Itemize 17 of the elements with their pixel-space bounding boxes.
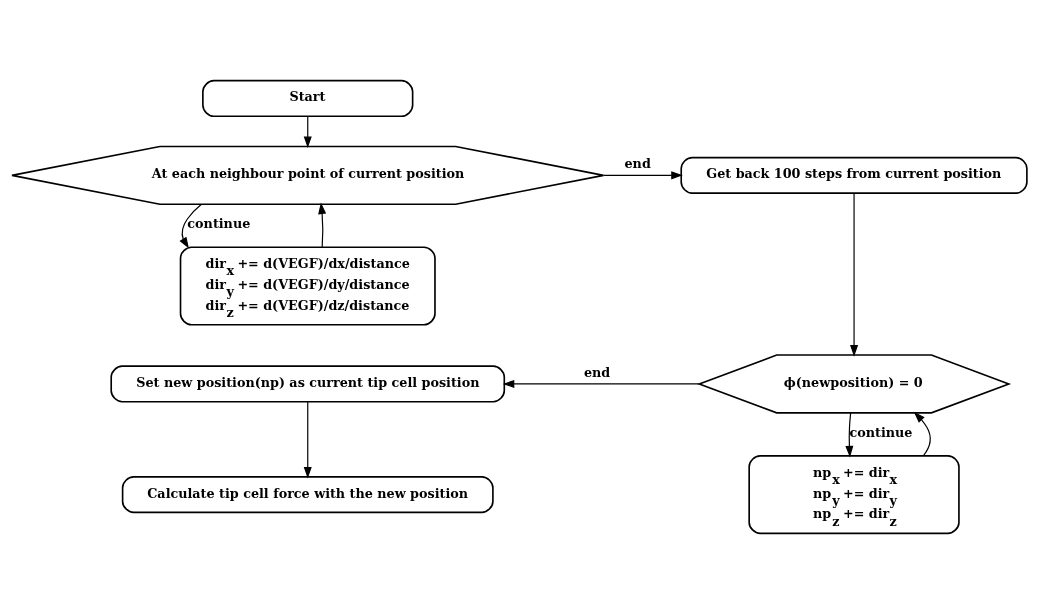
node-box: Calculate tip cell force with the new position	[121, 475, 494, 513]
arrow	[303, 115, 312, 148]
node-box: Set new position(np) as current tip cell position	[110, 364, 506, 403]
node-box: Start	[202, 79, 414, 117]
edge-label: continue	[849, 424, 913, 440]
arrow	[845, 411, 854, 457]
arrow	[502, 379, 700, 388]
edge-label: end	[624, 155, 651, 171]
node-box: Get back 100 steps from current position	[680, 156, 1028, 194]
arrow	[303, 400, 312, 479]
edge-label: end	[583, 364, 611, 380]
arrow	[318, 202, 327, 247]
arrow	[179, 203, 202, 249]
arrow	[603, 170, 683, 179]
edge-label: continue	[187, 215, 251, 231]
arrow	[913, 411, 931, 456]
arrow	[850, 192, 859, 357]
